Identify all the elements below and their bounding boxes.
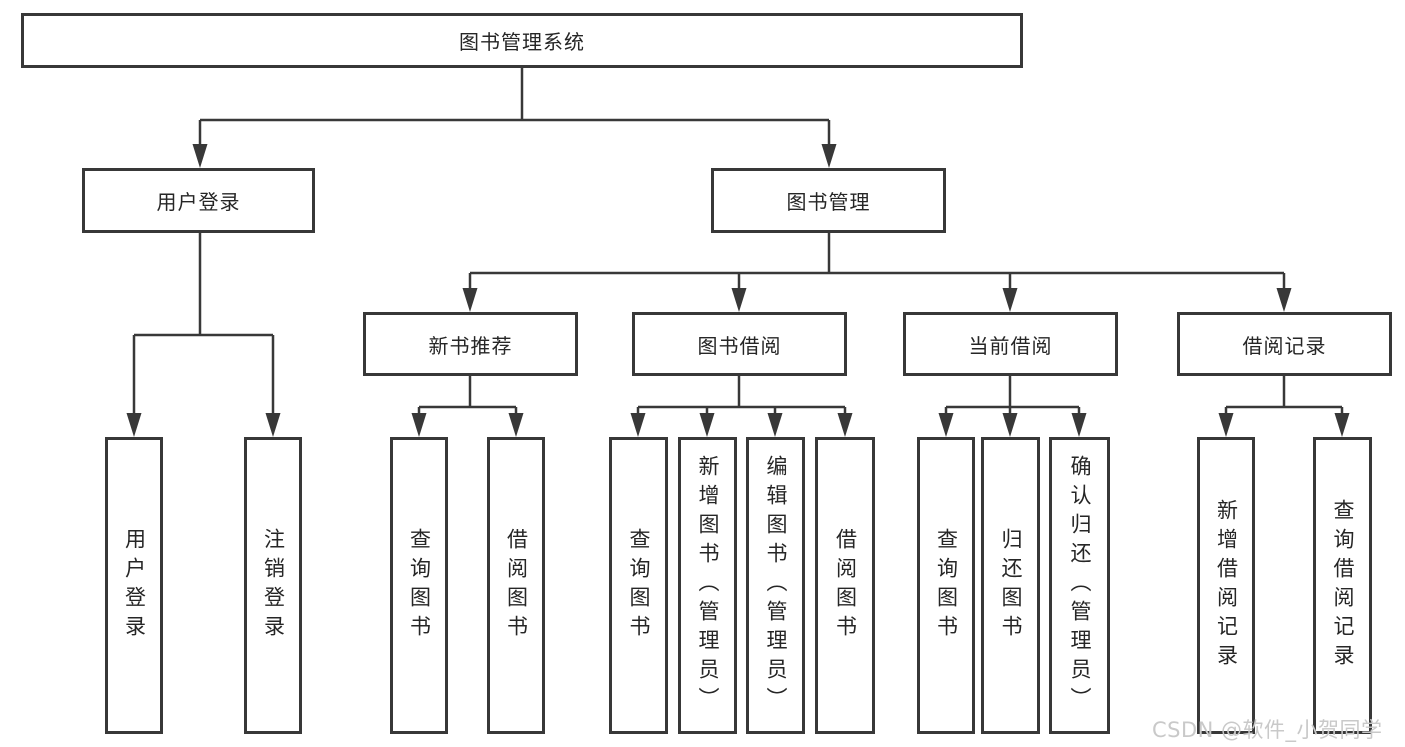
node-current-borrow-label: 当前借阅 [968, 333, 1053, 358]
node-root: 图书管理系统 [21, 13, 1023, 68]
arrowhead-icon [265, 413, 281, 437]
node-user-login: 用户登录 [82, 168, 315, 233]
leaf-borrow-query-book: 查询图书 [609, 437, 668, 734]
leaf-borrow-edit-book-admin: 编辑图书（管理员） [746, 437, 805, 734]
node-new-book-recommend: 新书推荐 [363, 312, 578, 376]
arrowhead-icon [1002, 288, 1018, 312]
arrowheads [126, 144, 1350, 437]
arrowhead-icon [1002, 413, 1018, 437]
node-current-borrow: 当前借阅 [903, 312, 1118, 376]
arrowhead-icon [630, 413, 646, 437]
leaf-current-query-book: 查询图书 [917, 437, 975, 734]
arrowhead-icon [821, 144, 837, 168]
node-book-management: 图书管理 [711, 168, 946, 233]
leaf-logout: 注销登录 [244, 437, 302, 734]
node-borrow-records-label: 借阅记录 [1242, 333, 1327, 358]
node-root-label: 图书管理系统 [459, 30, 585, 54]
node-book-borrow: 图书借阅 [632, 312, 847, 376]
leaf-recommend-query-book: 查询图书 [390, 437, 448, 734]
arrowhead-icon [126, 413, 142, 437]
leaf-recommend-borrow-book-label: 借阅图书 [504, 527, 529, 644]
leaf-current-return-book-label: 归还图书 [999, 527, 1023, 644]
leaf-borrow-borrow-book-label: 借阅图书 [833, 527, 858, 644]
leaf-record-query: 查询借阅记录 [1313, 437, 1372, 734]
leaf-current-return-book: 归还图书 [981, 437, 1040, 734]
watermark: CSDN @软件_小贺同学 [1152, 718, 1383, 742]
node-book-borrow-label: 图书借阅 [697, 333, 782, 358]
arrowhead-icon [938, 413, 954, 437]
arrowhead-icon [1276, 288, 1292, 312]
arrowhead-icon [411, 413, 427, 437]
arrowhead-icon [837, 413, 853, 437]
leaf-current-query-book-label: 查询图书 [934, 527, 959, 644]
leaf-logout-label: 注销登录 [261, 527, 286, 644]
leaf-recommend-query-book-label: 查询图书 [407, 527, 432, 644]
arrowhead-icon [1071, 413, 1087, 437]
leaf-recommend-borrow-book: 借阅图书 [487, 437, 545, 734]
leaf-record-add: 新增借阅记录 [1197, 437, 1255, 734]
arrowhead-icon [767, 413, 783, 437]
leaf-user-login-label: 用户登录 [122, 527, 147, 644]
arrowhead-icon [1334, 413, 1350, 437]
leaf-borrow-add-book-admin-label: 新增图书（管理员） [696, 455, 720, 716]
node-new-book-recommend-label: 新书推荐 [428, 333, 513, 358]
node-borrow-records: 借阅记录 [1177, 312, 1392, 376]
arrowhead-icon [192, 144, 208, 168]
leaf-record-add-label: 新增借阅记录 [1214, 498, 1239, 673]
arrowhead-icon [731, 288, 747, 312]
arrowhead-icon [1218, 413, 1234, 437]
arrowhead-icon [462, 288, 478, 312]
arrowhead-icon [699, 413, 715, 437]
leaf-borrow-query-book-label: 查询图书 [627, 527, 651, 644]
leaf-record-query-label: 查询借阅记录 [1331, 498, 1355, 673]
leaf-borrow-borrow-book: 借阅图书 [815, 437, 875, 734]
leaf-borrow-edit-book-admin-label: 编辑图书（管理员） [764, 455, 788, 716]
leaf-user-login: 用户登录 [105, 437, 163, 734]
node-user-login-label: 用户登录 [156, 190, 241, 214]
leaf-borrow-add-book-admin: 新增图书（管理员） [678, 437, 737, 734]
leaf-current-confirm-return-admin-label: 确认归还（管理员） [1068, 455, 1092, 716]
leaf-current-confirm-return-admin: 确认归还（管理员） [1049, 437, 1110, 734]
arrowhead-icon [508, 413, 524, 437]
node-book-management-label: 图书管理 [786, 190, 871, 214]
